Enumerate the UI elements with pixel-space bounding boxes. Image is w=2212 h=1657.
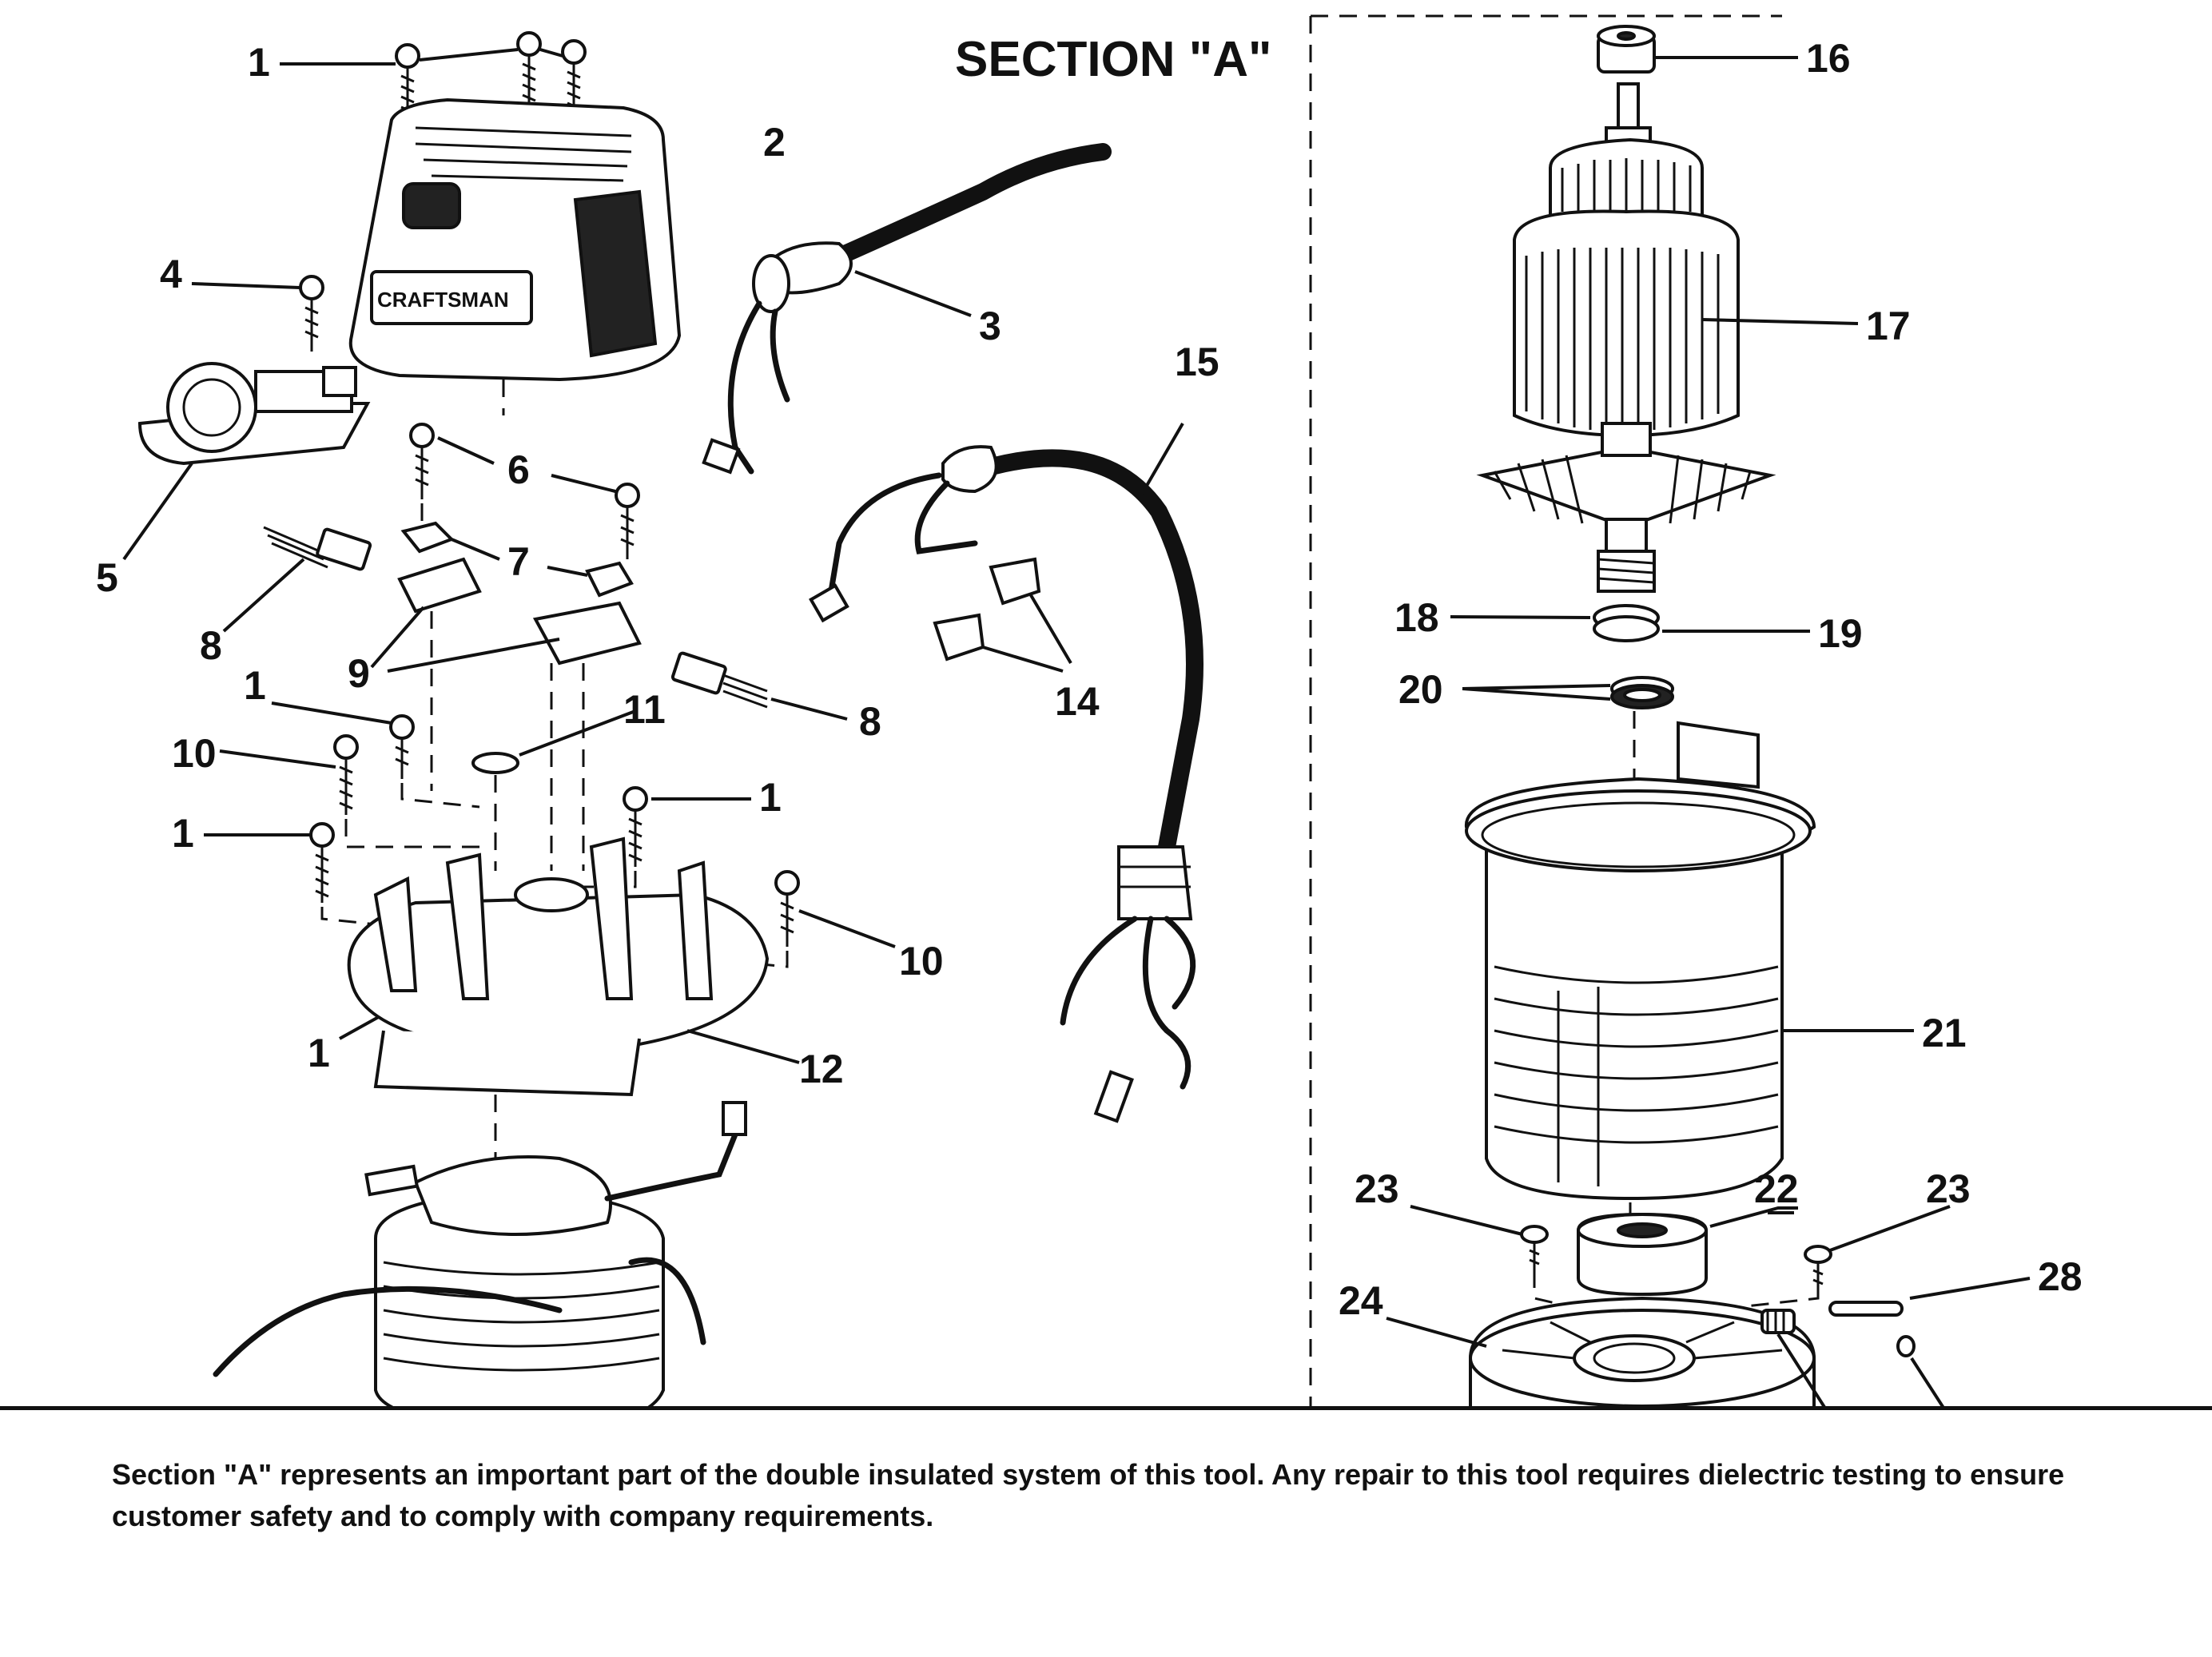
- ring-27: [1896, 1335, 1945, 1406]
- callout-8-left: 8: [200, 623, 222, 668]
- callout-14: 14: [1055, 679, 1100, 724]
- callout-1-c: 1: [172, 811, 194, 856]
- callout-19: 19: [1818, 611, 1863, 656]
- section-title: SECTION "A": [955, 32, 1271, 87]
- section-a-boundary: [1309, 14, 1782, 1406]
- callout-23-left: 23: [1355, 1166, 1399, 1211]
- callout-7: 7: [507, 539, 530, 584]
- wire-nuts: [933, 557, 1072, 673]
- callout-16: 16: [1806, 36, 1851, 81]
- callout-labels: 1 2 3 4 5 6 7 8 8 9 1 10 11 1 1 10 1 12 …: [96, 36, 2083, 1323]
- callout-4: 4: [160, 252, 182, 296]
- callout-10-right: 10: [899, 939, 944, 983]
- brand-badge: CRAFTSMAN: [377, 288, 509, 312]
- terminals-7: [400, 521, 634, 598]
- retaining-ring: [1450, 604, 1810, 642]
- callout-22: 22: [1754, 1166, 1799, 1211]
- bearing-16: [1597, 25, 1656, 74]
- pin-28: [1828, 1277, 2031, 1317]
- callout-10-left: 10: [172, 731, 217, 776]
- callout-21: 21: [1922, 1011, 1967, 1055]
- callout-6: 6: [507, 447, 530, 492]
- callout-28: 28: [2038, 1254, 2083, 1299]
- field-stator: [213, 1101, 747, 1406]
- screw-4: [299, 275, 324, 352]
- callout-20: 20: [1398, 667, 1443, 712]
- spring-26: [1760, 1309, 1826, 1406]
- washers-20: [1462, 676, 1674, 871]
- callout-24: 24: [1339, 1278, 1383, 1323]
- brush-springs-8: [222, 526, 848, 721]
- callout-1-d: 1: [759, 775, 782, 820]
- callout-15: 15: [1175, 340, 1219, 384]
- motor-housing: [1464, 721, 1816, 1201]
- bearing-22: [1577, 1212, 1708, 1297]
- callout-3: 3: [979, 304, 1001, 348]
- footer-note-box: Section "A" represents an important part…: [0, 1406, 2212, 1657]
- callout-1-b: 1: [244, 663, 266, 708]
- callout-17: 17: [1866, 304, 1911, 348]
- armature: [1476, 82, 1776, 593]
- callout-8-right: 8: [859, 699, 881, 744]
- exploded-parts-diagram: SECTION "A" CRAFTSMAN: [96, 14, 2083, 1406]
- callout-23-right: 23: [1926, 1166, 1971, 1211]
- footer-note: Section "A" represents an important part…: [112, 1458, 2065, 1532]
- motor-housing-cap: CRAFTSMAN: [348, 97, 682, 415]
- line-cord: [702, 143, 1112, 475]
- callout-9: 9: [348, 651, 370, 696]
- callout-18: 18: [1394, 595, 1439, 640]
- screws-top: [280, 31, 587, 224]
- power-cord: [809, 445, 1203, 1123]
- callout-11: 11: [623, 687, 666, 732]
- screws-6: [409, 423, 640, 559]
- callout-1-e: 1: [308, 1031, 330, 1075]
- screws-23: [1410, 1205, 1951, 1312]
- switch-circuit-board: [137, 362, 371, 466]
- callout-12: 12: [799, 1047, 844, 1091]
- plug-11: [471, 752, 519, 774]
- callout-5: 5: [96, 555, 118, 600]
- callout-2: 2: [763, 120, 786, 165]
- brush-holders-9: [370, 557, 642, 871]
- brush-housing: [347, 836, 770, 1246]
- callout-1: 1: [248, 40, 270, 85]
- end-bell: [1469, 1296, 1816, 1406]
